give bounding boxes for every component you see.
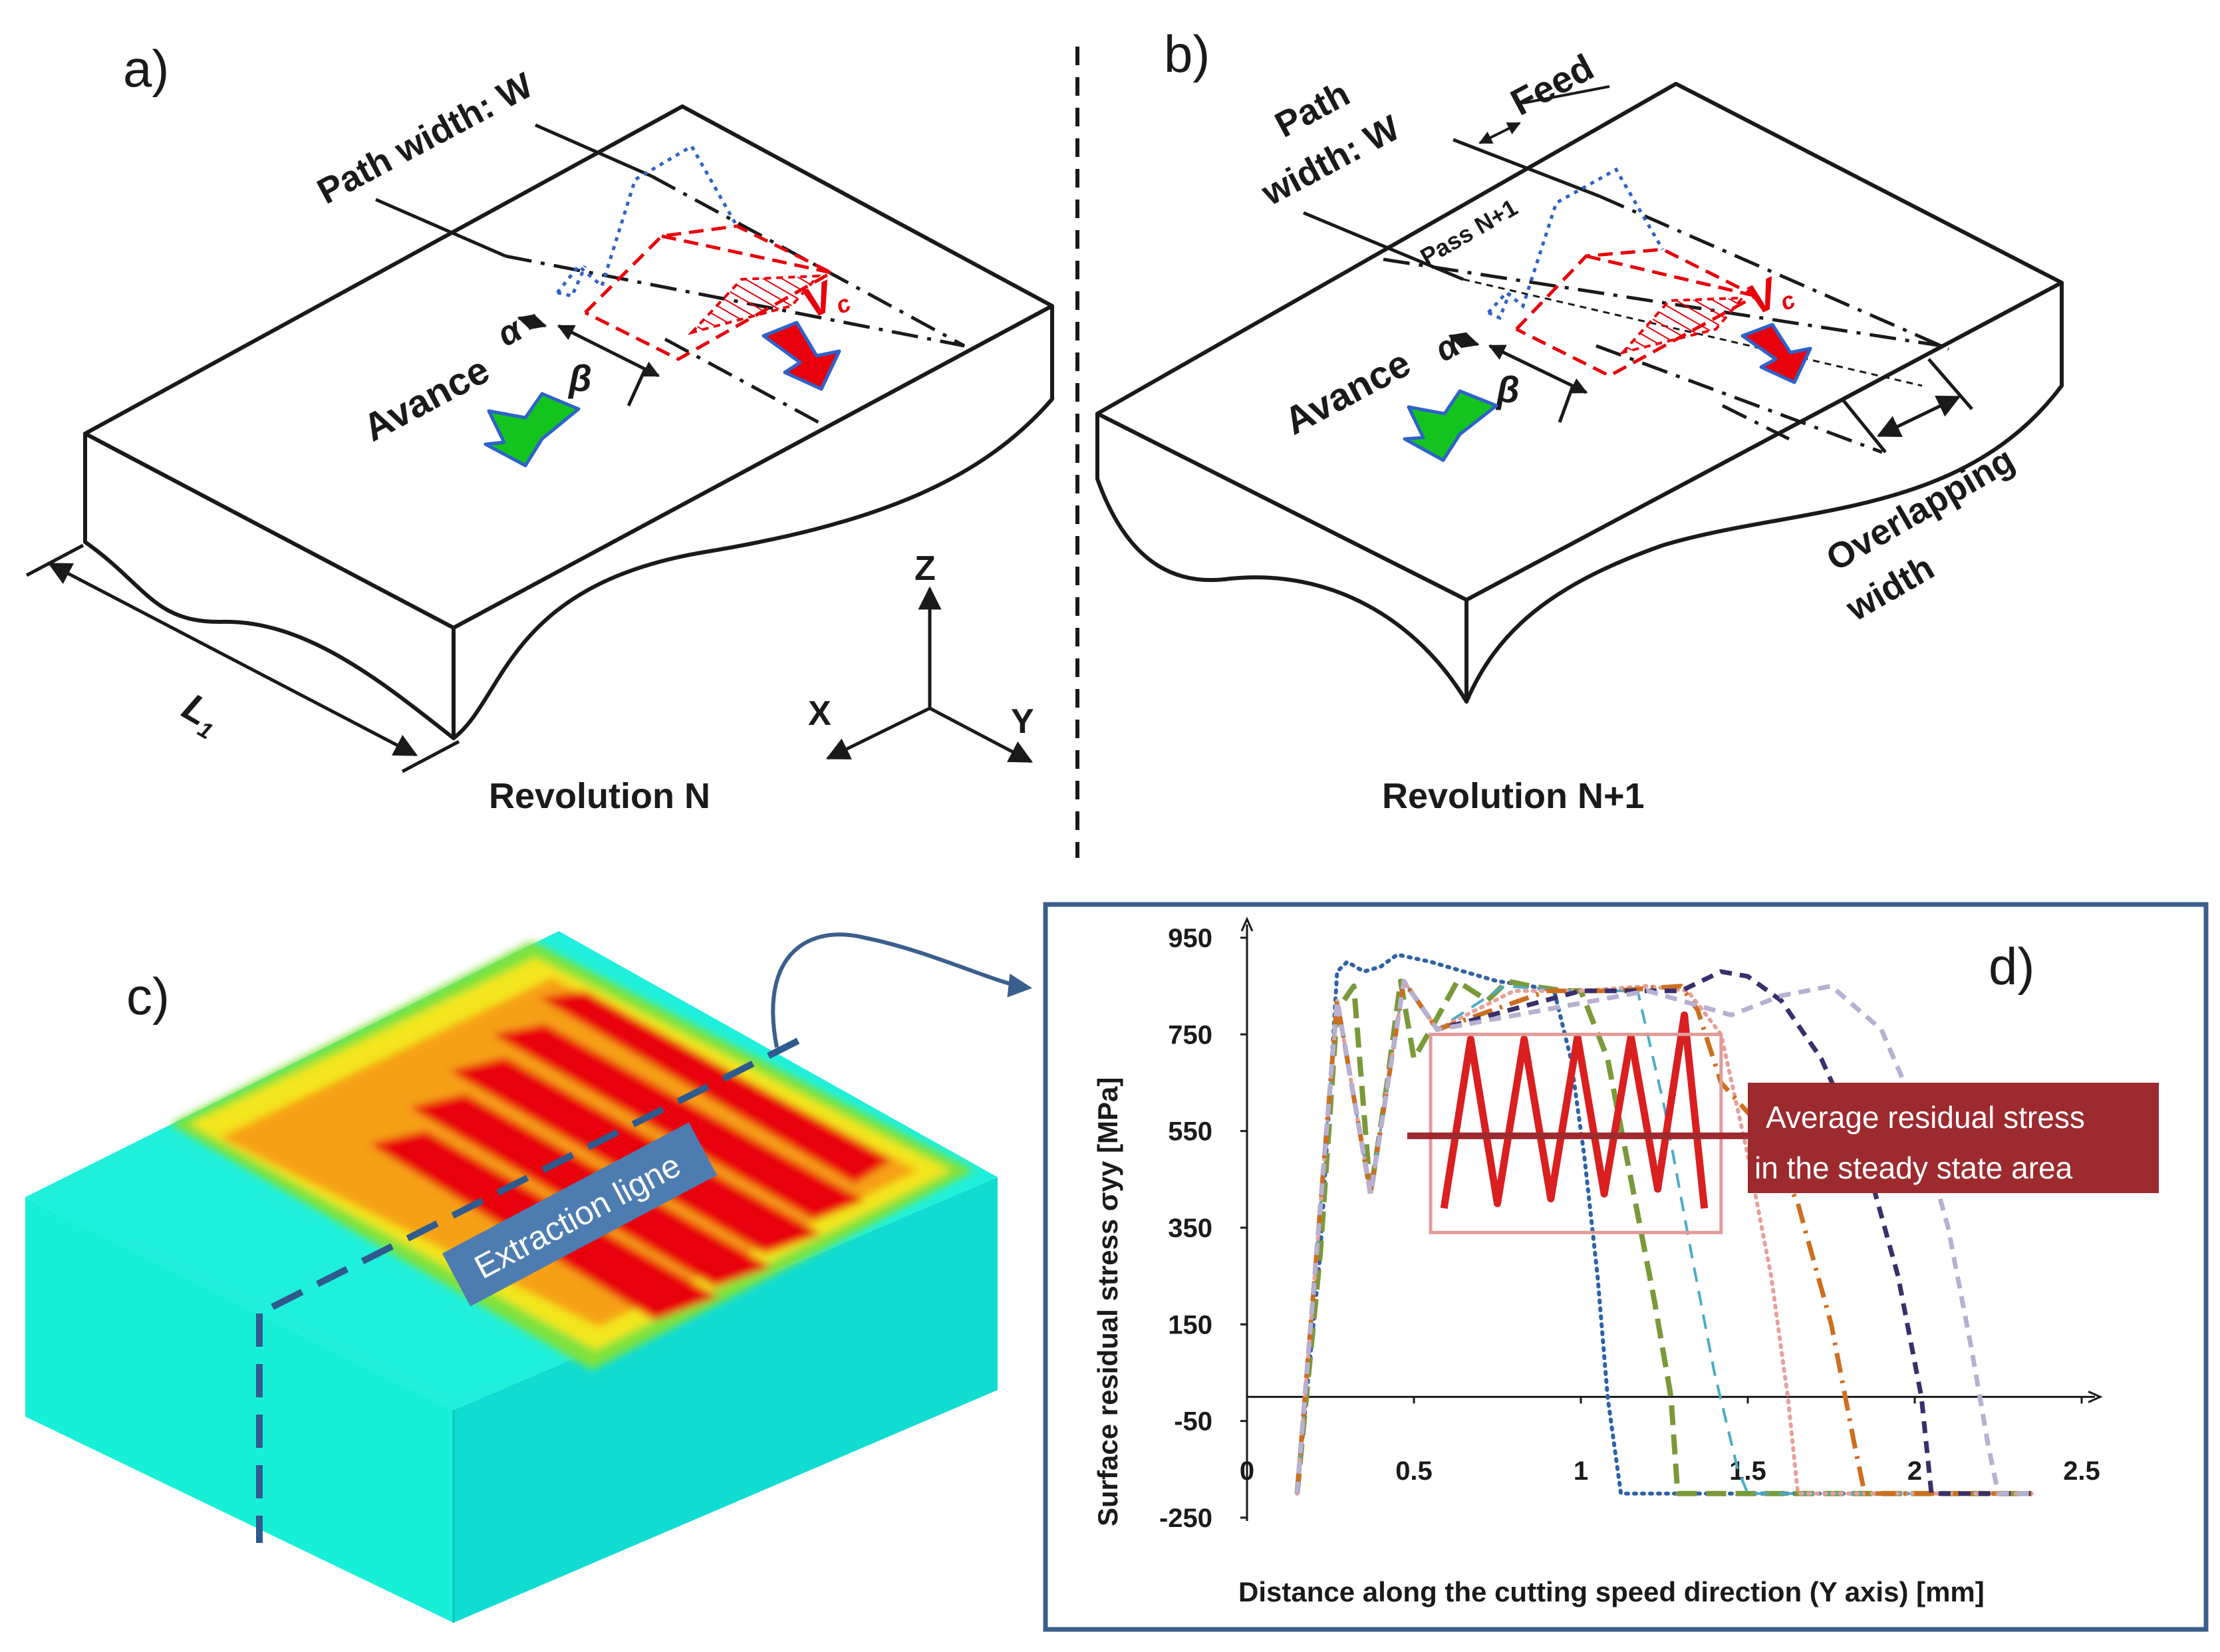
series-line-8 — [1440, 1011, 1709, 1209]
x-tick-label: 0.5 — [1395, 1456, 1433, 1486]
caption-revolution-n: Revolution N — [489, 776, 710, 816]
x-tick-label: 0 — [1240, 1456, 1254, 1486]
beta-label-b: β — [1495, 368, 1520, 410]
overlap-dim — [1876, 395, 1961, 438]
l1-tick-left — [25, 543, 84, 577]
series-line-1 — [1295, 952, 2034, 1496]
block-left-face — [25, 1197, 454, 1623]
panel-d-letter: d) — [1989, 937, 2034, 996]
panel-c: c) Extraction ligne — [25, 931, 1033, 1623]
beta-tick-b — [1558, 385, 1575, 423]
overlap-tick-left — [1841, 398, 1887, 454]
y-tick-label: 150 — [1168, 1310, 1212, 1339]
feed-label: Feed — [1504, 46, 1600, 124]
l1-tick-right — [401, 740, 460, 773]
overlap-tick-right — [1927, 358, 1973, 410]
y-tick-label: -250 — [1159, 1504, 1212, 1533]
callout-line2: in the steady state area — [1754, 1151, 2073, 1185]
y-axis-title: Surface residual stress σyy [MPa] — [1092, 1077, 1123, 1526]
avance-arrow-b — [1403, 389, 1498, 462]
tool-edge-red-b — [1515, 247, 1760, 378]
workpiece-side-face — [452, 304, 1054, 740]
workpiece-block-a — [83, 104, 1054, 740]
caption-revolution-n1: Revolution N+1 — [1382, 776, 1645, 816]
series-line-4 — [1295, 979, 2034, 1496]
panel-b-letter: b) — [1164, 25, 1210, 83]
beta-label-a: β — [567, 357, 592, 399]
vc-arrow-a — [762, 321, 841, 391]
y-tick-label: 550 — [1168, 1117, 1212, 1147]
x-tick-label: 2 — [1907, 1456, 1922, 1486]
panel-a-letter: a) — [123, 39, 169, 98]
panel-b: b) Feed Path width: W Pass N+1 — [1095, 25, 2064, 816]
axis-y-label: Y — [1011, 702, 1034, 741]
x-axis-title: Distance along the cutting speed directi… — [1238, 1576, 1985, 1607]
beta-tick-a — [626, 368, 647, 407]
average-stress-callout: Average residual stress in the steady st… — [1748, 1083, 2159, 1193]
x-tick-label: 1 — [1574, 1456, 1588, 1486]
callout-box — [1748, 1083, 2159, 1193]
y-tick-label: 950 — [1168, 924, 1212, 953]
tool-edge-blue-a — [556, 144, 739, 298]
tool-edge-red-a — [584, 224, 835, 361]
chip-hatch-a — [687, 274, 821, 335]
x-tick-label: 2.5 — [2063, 1456, 2100, 1486]
x-axis-arrowhead — [2088, 1390, 2103, 1403]
tool-edge-blue-b — [1487, 167, 1665, 321]
y-tick-label: 750 — [1168, 1020, 1212, 1049]
feed-underline — [1522, 85, 1610, 104]
workpiece-block-b — [1095, 82, 2064, 704]
panel-a: a) Path width: W α β — [25, 39, 1054, 816]
chart-annotation — [1407, 1032, 1756, 1234]
xyz-axes — [825, 586, 1034, 763]
l1-label: L1 — [173, 685, 228, 745]
beta-dim-b — [1488, 344, 1588, 394]
link-arrow — [771, 932, 1033, 1048]
beta-dim-a — [557, 324, 660, 378]
y-axis-arrowhead — [1240, 916, 1254, 932]
alpha-marker-b — [1448, 332, 1480, 348]
l1-dimension — [47, 562, 418, 757]
extraction-line — [256, 1037, 800, 1543]
panel-d: d) Surface residual stress σyy [MPa] Dis… — [1043, 902, 2209, 1632]
extraction-box-bg — [442, 1122, 718, 1307]
avance-arrow-a — [484, 392, 581, 468]
workpiece-side-face-b — [1464, 281, 2064, 704]
vc-arrow-b — [1740, 323, 1812, 384]
chart-series — [1294, 952, 2034, 1496]
axis-z-label: Z — [914, 549, 936, 588]
chart-frame — [1043, 902, 2209, 1632]
feed-dim — [1478, 122, 1521, 144]
y-tick-label: -50 — [1174, 1407, 1212, 1437]
workpiece-front-face-b — [1095, 412, 1468, 704]
panel-c-letter: c) — [126, 967, 170, 1026]
chip-hatch-b — [1619, 296, 1746, 355]
block-right-face — [454, 1177, 998, 1623]
series-line-7 — [1294, 978, 2032, 1496]
axis-x-label: X — [808, 694, 831, 733]
path-lines-b — [1303, 138, 1950, 454]
path-width-label-a: Path width: W — [311, 65, 539, 212]
callout-line1: Average residual stress — [1766, 1100, 2085, 1135]
y-tick-label: 350 — [1168, 1214, 1212, 1243]
alpha-marker-a — [517, 313, 547, 331]
